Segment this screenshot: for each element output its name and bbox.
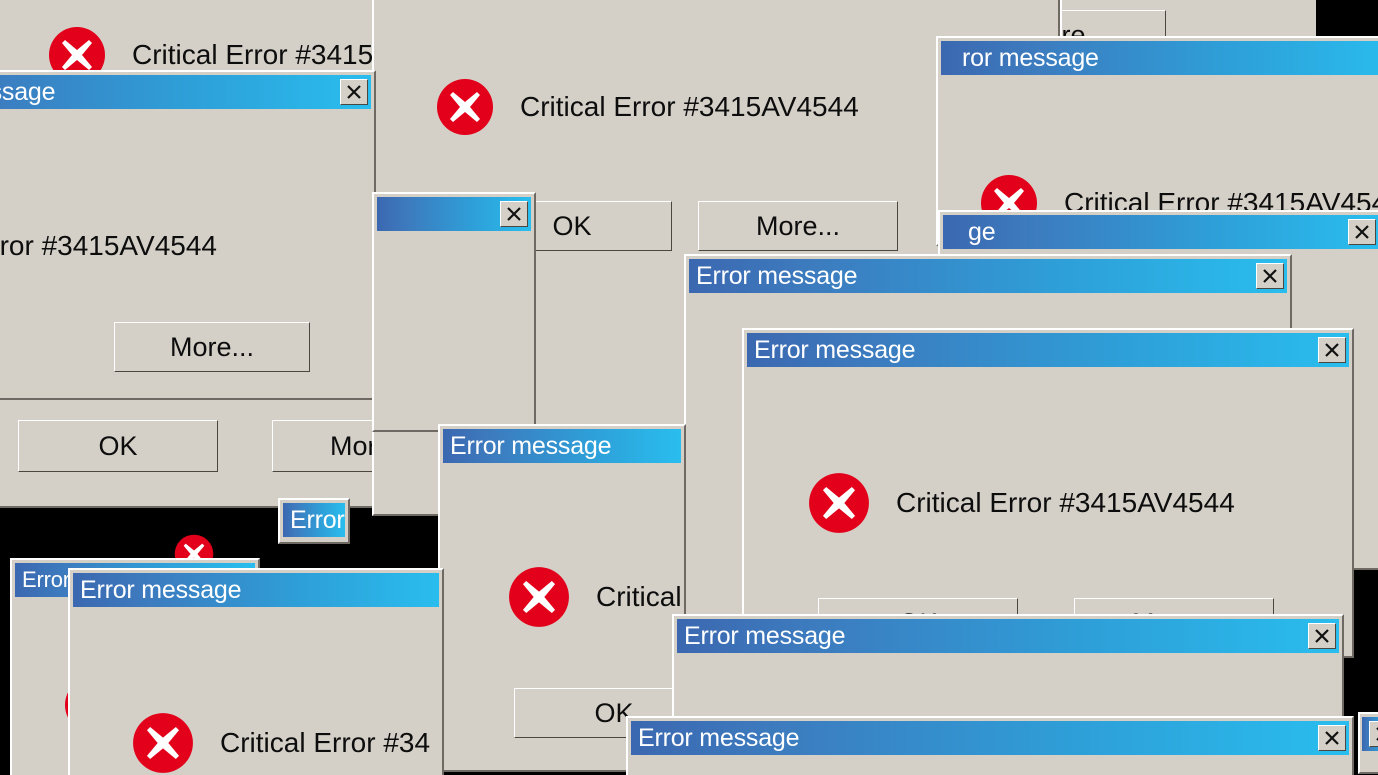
window-title: ror message xyxy=(962,43,1099,72)
title-bar[interactable]: Error message xyxy=(0,75,371,109)
error-text: Critical Erro xyxy=(596,581,684,612)
more-button-label: More... xyxy=(1061,19,1109,40)
error-x-icon xyxy=(809,473,869,533)
message-row: Critical Error #3415A xyxy=(48,26,380,84)
more-button-label: More... xyxy=(755,210,841,241)
error-dialog: Error message al Error #3415AV4544 OK Mo… xyxy=(0,70,376,400)
window-title: ge xyxy=(968,217,996,246)
title-bar[interactable] xyxy=(1362,717,1378,751)
close-x-icon[interactable] xyxy=(1308,623,1336,649)
window-title: Error message xyxy=(696,261,858,290)
more-button[interactable]: More... xyxy=(272,420,378,472)
more-button-label: More... xyxy=(329,430,378,461)
message-row: Critical Error #3415AV4544 xyxy=(436,78,859,136)
background-patch xyxy=(1316,0,1378,40)
message-row: Critical Error #3415AV4544 xyxy=(808,472,1235,534)
window-title: Error message xyxy=(80,575,242,604)
error-dialog: Error message Critical Erro OK xyxy=(438,424,686,772)
message-row: Critical Error #34 xyxy=(132,712,430,774)
ok-button[interactable]: OK xyxy=(18,420,218,472)
more-button[interactable]: More... xyxy=(114,322,310,372)
error-dialog: Error xyxy=(278,498,350,544)
window-title: Error message xyxy=(754,335,916,364)
close-x-icon[interactable] xyxy=(500,201,528,227)
error-x-icon xyxy=(49,27,105,83)
title-bar[interactable]: Error message xyxy=(443,429,681,463)
more-button[interactable]: More... xyxy=(1061,10,1166,40)
window-title: Error message xyxy=(450,431,612,460)
more-button[interactable]: More... xyxy=(698,201,898,251)
title-bar[interactable]: ge xyxy=(943,215,1378,249)
window-title: Error xyxy=(22,567,70,592)
title-bar[interactable]: Error xyxy=(283,503,345,537)
close-x-icon[interactable] xyxy=(340,79,368,105)
close-x-icon[interactable] xyxy=(1348,219,1376,245)
close-x-icon[interactable] xyxy=(1369,721,1378,747)
error-dialog: Error message xyxy=(372,192,536,432)
title-bar[interactable]: Error message xyxy=(73,573,439,607)
message-row: al Error #3415AV4544 xyxy=(0,217,217,275)
title-bar[interactable]: Error message xyxy=(747,333,1349,367)
error-dialog: Error message xyxy=(626,716,1354,775)
ok-button-label: OK xyxy=(552,210,592,241)
title-bar[interactable]: Error message xyxy=(631,721,1349,755)
more-button-label: More... xyxy=(169,331,255,362)
error-text: Critical Error #34 xyxy=(220,727,431,758)
close-x-icon[interactable] xyxy=(1318,337,1346,363)
error-dialog: Error message Critical Error #3415AV4544… xyxy=(742,328,1354,658)
title-bar[interactable]: Error message xyxy=(377,197,531,231)
error-text: al Error #3415AV4544 xyxy=(0,230,217,261)
ok-button-label: OK xyxy=(98,430,138,461)
window-title: Error message xyxy=(0,77,56,106)
close-x-icon[interactable] xyxy=(1318,725,1346,751)
error-dialog xyxy=(1358,712,1378,774)
window-title: Error xyxy=(290,505,345,534)
title-bar[interactable]: Error message xyxy=(677,619,1339,653)
error-x-icon xyxy=(509,567,569,627)
close-x-icon[interactable] xyxy=(1256,263,1284,289)
error-text: Critical Error #3415AV4544 xyxy=(520,91,859,122)
error-dialog: Error message xyxy=(672,614,1344,724)
error-x-icon xyxy=(437,79,493,135)
error-dialog: Error message Critical Error #34 xyxy=(68,568,444,775)
error-x-icon xyxy=(133,713,193,773)
message-row: Critical Erro xyxy=(508,566,684,628)
window-title: Error message xyxy=(684,621,846,650)
window-title: Error message xyxy=(638,723,800,752)
error-text: Critical Error #3415AV4544 xyxy=(896,487,1235,518)
title-bar[interactable]: ror message xyxy=(941,41,1378,75)
error-text: Critical Error #3415A xyxy=(132,39,380,70)
title-bar[interactable]: Error message xyxy=(689,259,1287,293)
error-dialog: More... xyxy=(1060,0,1320,40)
